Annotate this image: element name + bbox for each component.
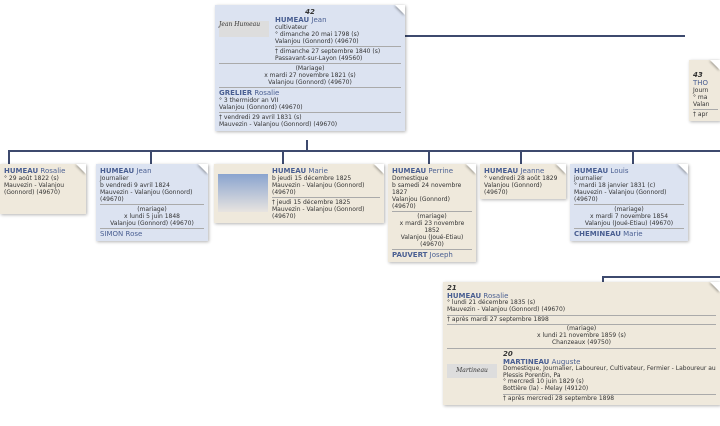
death: † dimanche 27 septembre 1840 (s) — [275, 48, 381, 55]
child-card[interactable]: HUMEAU Perrine Domestique b samedi 24 no… — [388, 164, 476, 262]
birth: b jeudi 15 décembre 1825 — [272, 175, 352, 182]
birth-place: Bottière (la) - Melay (49120) — [503, 385, 589, 393]
birth: ° dimanche 20 mai 1798 (s) — [275, 31, 360, 38]
occupation: Journ — [693, 87, 709, 94]
sosa-number: 43 — [693, 71, 703, 79]
birth-place: Mauvezin - Valanjou (Gonnord) (49670) — [272, 182, 365, 196]
birth: ° lundi 21 décembre 1835 (s) — [447, 299, 536, 306]
birth-place: Valanjou (Gonnord) (49670) — [219, 104, 303, 111]
birth-place: Valanjou (Gonnord) (49670) — [275, 38, 359, 45]
marriage-label: (mariage) — [417, 213, 447, 220]
given-name: Rosalie — [40, 167, 66, 175]
connector — [602, 276, 604, 282]
person-name[interactable]: THO — [693, 79, 709, 87]
birth-place: Valanjou (Gonnord) (49670) — [392, 196, 450, 210]
surname: HUMEAU — [272, 167, 307, 175]
birth-place: Valanjou (Gonnord) (49670) — [484, 182, 542, 196]
birth-place: Mauvezin - Valanjou (Gonnord) (49670) — [100, 189, 193, 203]
child-card[interactable]: HUMEAU Rosalie ° 29 août 1822 (s) Mauvez… — [0, 164, 86, 214]
spouse-name[interactable]: CHEMINEAU Marie — [574, 230, 643, 238]
given-name: Perrine — [428, 167, 454, 175]
marriage-label: (mariage) — [614, 206, 644, 213]
marriage-label: (mariage) — [137, 206, 167, 213]
marriage-date: x lundi 5 juin 1848 — [124, 213, 180, 220]
surname: HUMEAU — [4, 167, 39, 175]
death-place: Mauvezin - Valanjou (Gonnord) (49670) — [219, 121, 338, 128]
death-place: Passavant-sur-Layon (49560) — [275, 55, 363, 62]
marriage-date: x lundi 21 novembre 1859 (s) — [537, 332, 626, 340]
given-name: Jeanne — [520, 167, 545, 175]
birth: ° mardi 18 janvier 1831 (c) — [574, 182, 656, 189]
birth-place: Mauvezin - Valanjou (Gonnord) (49670) — [447, 305, 566, 313]
family-card-42[interactable]: 42 Jean Humeau HUMEAU Jean cultivateur °… — [215, 5, 405, 131]
child-card[interactable]: HUMEAU Marie b jeudi 15 décembre 1825 Ma… — [214, 164, 384, 223]
marriage-place: Valanjou (Joué-Etiau) (49670) — [584, 220, 674, 227]
family-card-43[interactable]: 43 THO Journ ° ma Valan † apr — [689, 60, 720, 121]
occupation: Domestique — [392, 175, 429, 182]
surname: HUMEAU — [574, 167, 609, 175]
birth: ° ma — [693, 94, 708, 101]
birth: b vendredi 9 avril 1824 — [100, 182, 170, 189]
marriage-label: (Mariage) — [295, 65, 325, 72]
given-name: Marie — [308, 167, 328, 175]
given-name: Louis — [610, 167, 629, 175]
birth-place: Valan — [693, 101, 710, 108]
birth: ° 3 thermidor an VII — [219, 97, 279, 104]
sosa-number: 21 — [447, 284, 457, 292]
spouse-name[interactable]: MARTINEAU Auguste — [503, 357, 581, 366]
connector — [8, 150, 720, 152]
person-name[interactable]: HUMEAU Rosalie — [447, 292, 509, 300]
occupation: Journalier — [100, 175, 129, 182]
birth-place: Mauvezin - Valanjou (Gonnord) (49670) — [4, 182, 65, 196]
surname: HUMEAU — [392, 167, 427, 175]
connector — [306, 140, 308, 151]
connector — [520, 150, 522, 164]
child-photo — [218, 174, 268, 212]
marriage-date: x mardi 23 novembre 1852 — [399, 220, 465, 234]
spouse-name[interactable]: GRELIER Rosalie — [219, 89, 280, 97]
death: † vendredi 29 avril 1831 (s) — [219, 114, 302, 121]
person-name[interactable]: HUMEAU Jean — [275, 16, 327, 24]
birth: ° mercredi 10 juin 1829 (s) — [503, 378, 584, 386]
sosa-number: 20 — [503, 349, 513, 358]
connector — [150, 150, 152, 164]
connector — [602, 276, 720, 278]
occupation: journalier — [574, 175, 603, 182]
marriage-label: (mariage) — [566, 325, 597, 333]
signature-image: Jean Humeau — [219, 21, 269, 37]
death: † après mercredi 28 septembre 1898 — [503, 394, 615, 402]
marriage-date: x mardi 7 novembre 1854 — [589, 213, 669, 220]
death: † apr — [693, 111, 708, 118]
birth: b samedi 24 novembre 1827 — [392, 182, 462, 196]
signature-image: Martineau — [447, 363, 497, 378]
connector — [405, 35, 685, 37]
marriage-place: Valanjou (Joué-Etiau) (49670) — [400, 234, 464, 248]
connector — [428, 150, 430, 164]
marriage-place: Valanjou (Gonnord) (49670) — [110, 220, 194, 227]
marriage-place: Valanjou (Gonnord) (49670) — [268, 79, 352, 86]
connector — [632, 150, 634, 164]
death: † après mardi 27 septembre 1898 — [447, 315, 549, 323]
child-card[interactable]: HUMEAU Louis journalier ° mardi 18 janvi… — [570, 164, 688, 241]
given-name: Jean — [136, 167, 152, 175]
marriage-date: x mardi 27 novembre 1821 (s) — [264, 72, 356, 79]
surname: HUMEAU — [100, 167, 135, 175]
birth: ° 29 août 1822 (s) — [4, 175, 59, 182]
spouse-name[interactable]: SIMON Rose — [100, 230, 143, 238]
death: † jeudi 15 décembre 1825 — [272, 199, 351, 206]
sosa-number: 42 — [305, 8, 315, 16]
connector — [282, 150, 284, 164]
death-place: Mauvezin - Valanjou (Gonnord) (49670) — [272, 206, 365, 220]
spouse-name[interactable]: PAUVERT Joseph — [392, 251, 453, 259]
marriage-place: Chanzeaux (49750) — [551, 338, 612, 346]
birth: ° vendredi 28 août 1829 — [484, 175, 558, 182]
birth-place: Mauvezin - Valanjou (Gonnord) (49670) — [574, 189, 667, 203]
surname: HUMEAU — [484, 167, 519, 175]
connector — [8, 150, 10, 164]
child-card[interactable]: HUMEAU Jeanne ° vendredi 28 août 1829 Va… — [480, 164, 566, 199]
occupation: Domestique, Journalier, Laboureur, Culti… — [503, 364, 716, 379]
family-card-21[interactable]: 21 HUMEAU Rosalie ° lundi 21 décembre 18… — [443, 282, 720, 405]
occupation: cultivateur — [275, 24, 308, 31]
child-card[interactable]: HUMEAU Jean Journalier b vendredi 9 avri… — [96, 164, 208, 241]
